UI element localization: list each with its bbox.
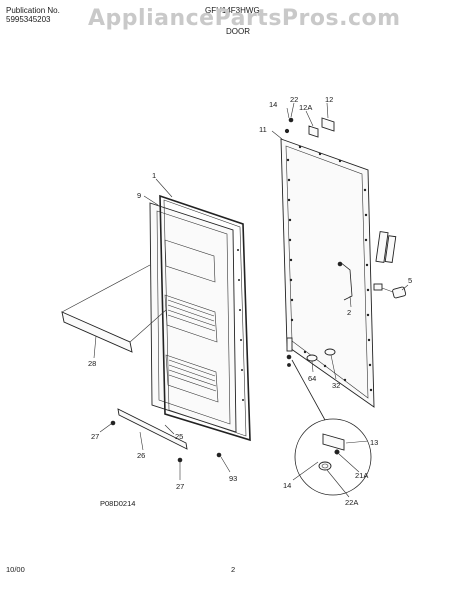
callout-11: 11 <box>259 125 267 134</box>
callout-32: 32 <box>332 381 340 390</box>
callout-21a: 21A <box>355 471 368 480</box>
door-liner <box>149 202 237 433</box>
callout-27-left: 27 <box>91 432 99 441</box>
callout-1: 1 <box>152 171 156 180</box>
callout-27-bottom: 27 <box>176 482 184 491</box>
model-number: GFU14F3HWG <box>205 6 260 15</box>
shelf-bar-28 <box>61 264 167 353</box>
callout-93: 93 <box>229 474 237 483</box>
top-hinge-parts <box>284 117 335 138</box>
leader-lines <box>93 102 409 498</box>
door-gasket <box>159 194 251 442</box>
callout-14-detail: 14 <box>283 481 291 490</box>
callout-2: 2 <box>347 308 351 317</box>
callout-13: 13 <box>370 438 378 447</box>
callout-64: 64 <box>308 374 316 383</box>
hinge-detail-circle <box>291 359 372 496</box>
callout-25: 25 <box>175 432 183 441</box>
shelf-bar-26 <box>110 408 222 463</box>
callout-9: 9 <box>137 191 141 200</box>
liner-shelves <box>164 239 219 403</box>
footer-page-number: 2 <box>231 565 236 574</box>
watermark: AppliancePartsPros.com <box>88 6 401 31</box>
callout-28: 28 <box>88 359 96 368</box>
handle-assembly <box>337 231 407 301</box>
outer-door-screws <box>286 145 373 392</box>
footer-date: 10/00 <box>6 565 25 574</box>
callout-12: 12 <box>325 95 333 104</box>
callout-22: 22 <box>290 95 298 104</box>
outer-door-panel <box>280 138 375 408</box>
callout-14-top: 14 <box>269 100 277 109</box>
callout-12a: 12A <box>299 103 312 112</box>
callout-22a: 22A <box>345 498 358 507</box>
callout-5: 5 <box>408 276 412 285</box>
diagram-code: P08D0214 <box>100 499 136 508</box>
section-title: DOOR <box>226 27 250 36</box>
gasket-screws <box>237 249 244 401</box>
publication-number: 5995345203 <box>6 15 51 24</box>
publication-label: Publication No. <box>6 6 60 15</box>
callout-26: 26 <box>137 451 145 460</box>
